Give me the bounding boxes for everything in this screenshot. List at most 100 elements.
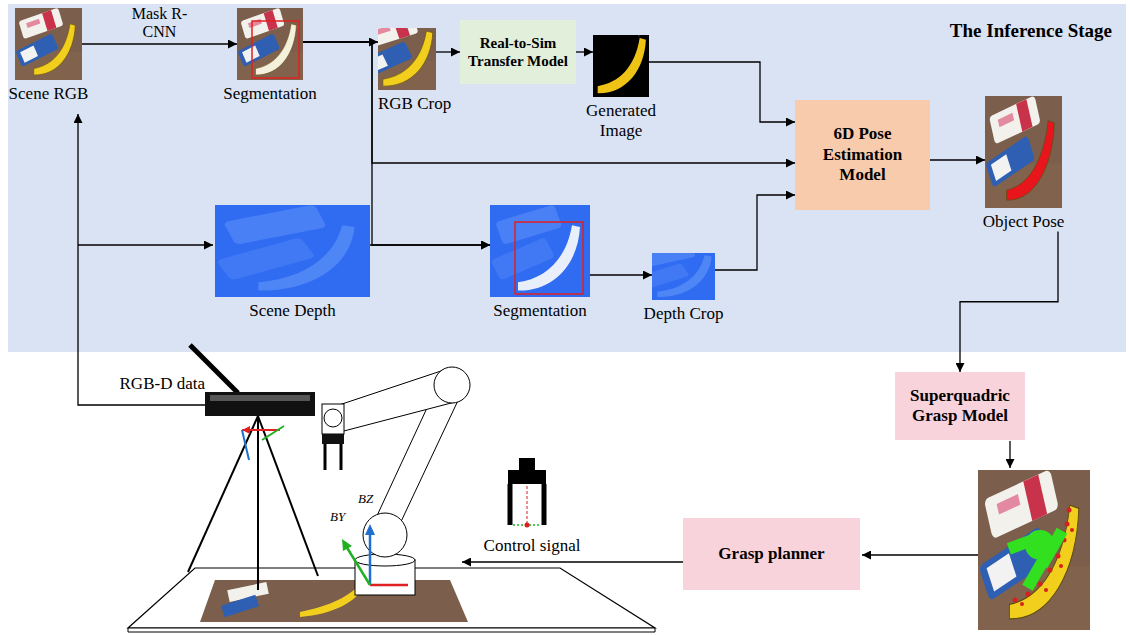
image-caption: RGB Crop — [378, 94, 451, 114]
flow-arrow — [82, 43, 237, 44]
thumbnails — [215, 204, 370, 297]
image-caption: Segmentation — [493, 301, 586, 321]
image-caption: Object Pose — [983, 212, 1065, 232]
flow-arrows — [78, 114, 205, 405]
thumbnails — [15, 8, 82, 80]
robot-scene — [200, 580, 468, 622]
stage-title: The Inference Stage — [950, 20, 1112, 42]
robot-scene — [262, 426, 284, 440]
image-caption: Segmentation — [223, 84, 316, 104]
image-node: Object Pose — [985, 96, 1062, 232]
thumbnails — [490, 204, 590, 297]
robot-scene — [370, 584, 408, 587]
image-area — [652, 253, 715, 300]
gripper-icon — [525, 523, 530, 528]
thumbnails — [515, 222, 583, 294]
robot-scene — [369, 532, 372, 585]
grasp-result-image — [1007, 534, 1037, 555]
robot-scene — [242, 430, 249, 460]
grasp-result-image — [1020, 602, 1024, 606]
robot-scene — [128, 628, 655, 632]
flow-arrows — [462, 561, 683, 562]
stage-band-fill — [8, 4, 1126, 352]
flow-arrows — [78, 114, 1010, 562]
robot-scene — [128, 345, 655, 632]
image-area — [378, 28, 436, 90]
image-node: Scene RGB — [15, 8, 82, 104]
box-label: Grasp planner — [718, 544, 824, 564]
robot-scene — [257, 416, 259, 590]
gripper-icon — [508, 470, 546, 484]
gripper-icon — [519, 458, 535, 470]
image-node: RGB Crop — [378, 28, 436, 114]
edge-label: Mask R-CNN — [128, 5, 192, 40]
thumbnails — [633, 242, 721, 301]
box-label: 6D Pose Estimation Model — [803, 124, 922, 185]
stage-band: Scene RGBSegmentationRGB CropReal-to-Sim… — [8, 4, 1126, 352]
robot-scene — [434, 367, 470, 403]
robot-scene — [210, 395, 310, 401]
image-area — [15, 8, 82, 80]
image-node: Scene Depth — [215, 205, 370, 321]
process-box: Real-to-Sim Transfer Model — [460, 20, 576, 84]
process-box: Grasp planner — [683, 518, 860, 590]
grasp-result-image — [1038, 582, 1043, 587]
image-area — [985, 96, 1062, 208]
gripper-icon — [508, 458, 546, 528]
grasp-result-image — [1044, 588, 1048, 592]
flow-arrow — [930, 159, 985, 160]
grasp-result-image — [1067, 508, 1072, 513]
robot-scene — [300, 584, 364, 617]
flow-arrow — [436, 51, 460, 52]
thumbnails — [252, 21, 299, 78]
image-area — [237, 8, 303, 80]
gripper-icon — [527, 486, 528, 524]
thumbnails — [985, 95, 1062, 208]
signal-label: RGB-D data — [120, 374, 205, 394]
thumbnails — [237, 8, 303, 80]
robot-scene — [365, 524, 375, 535]
grasp-result-image — [1070, 528, 1074, 532]
image-node: Generated Image — [593, 35, 649, 140]
image-area — [490, 205, 590, 297]
thumbnails — [598, 38, 646, 93]
image-area — [215, 205, 370, 297]
robot-scene — [322, 434, 344, 444]
gripper-icon — [542, 484, 547, 525]
signal-label: Control signal — [484, 536, 581, 556]
flow-arrow — [960, 232, 1058, 372]
robot-scene — [342, 539, 352, 551]
flow-arrow — [370, 244, 490, 245]
robot-scene — [188, 416, 258, 572]
robot-scene — [340, 444, 343, 470]
grasp-result-image — [1056, 554, 1061, 559]
flow-arrow — [576, 51, 593, 52]
grasp-result-image — [1059, 564, 1063, 568]
grasp-result-image — [1022, 555, 1049, 590]
image-node: Segmentation — [490, 205, 590, 321]
flow-arrows — [1009, 441, 1010, 468]
flow-arrow — [715, 195, 795, 270]
robot-scene — [324, 444, 327, 470]
grasp-result-image — [978, 469, 1090, 630]
robot-scene — [258, 416, 318, 576]
thumbnails — [633, 242, 721, 301]
thumbnails — [576, 21, 654, 99]
grasp-result-image — [1065, 522, 1070, 527]
grasp-result-image — [1048, 568, 1053, 573]
grasp-result-image — [1013, 508, 1075, 607]
robot-scene — [205, 392, 315, 416]
process-box: 6D Pose Estimation Model — [795, 100, 930, 210]
image-caption: Generated Image — [581, 101, 661, 140]
flow-arrows — [78, 244, 213, 245]
robot-scene — [221, 595, 259, 618]
robot-scene — [242, 426, 250, 434]
image-area — [593, 35, 649, 97]
grasp-result-image — [1007, 528, 1067, 591]
robot-scene — [322, 404, 344, 434]
image-caption: Scene Depth — [249, 301, 335, 321]
robot-scene — [346, 546, 370, 585]
gripper-icon — [508, 484, 513, 525]
box-label: Real-to-Sim Transfer Model — [465, 34, 571, 70]
